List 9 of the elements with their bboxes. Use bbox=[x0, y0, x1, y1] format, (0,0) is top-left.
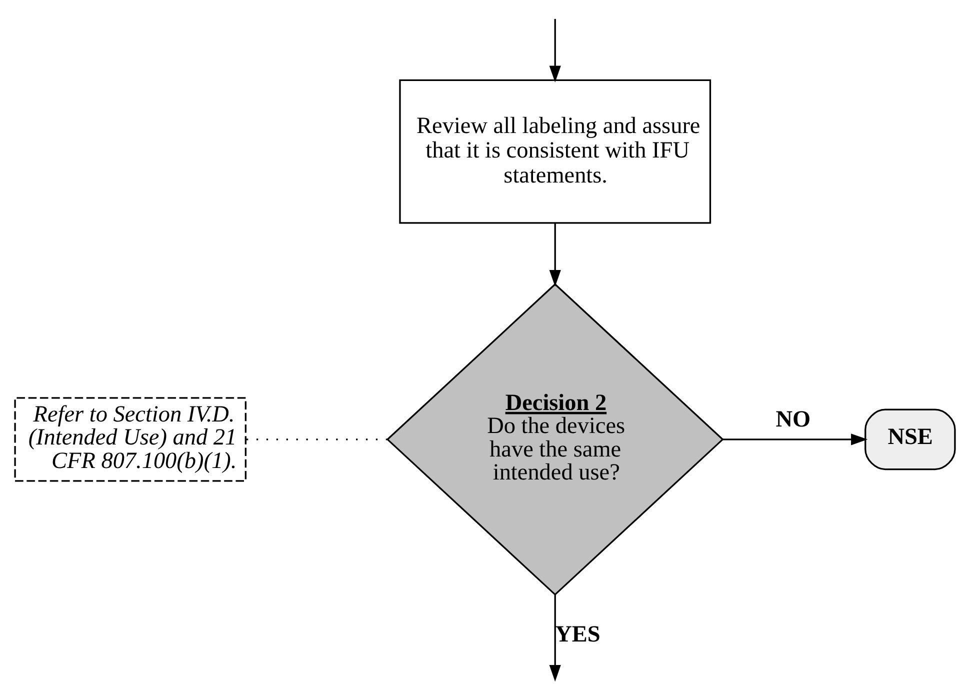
node-box: Refer to Section IV.D. (Intended Use) and 21 CFR 807.100(b)(1). bbox=[14, 396, 246, 482]
arrow bbox=[722, 433, 868, 445]
node-box: NSE bbox=[864, 408, 956, 470]
node-diamond: Decision 2 Do the devices have the same intended use? bbox=[386, 282, 724, 596]
edge-label: NO bbox=[776, 406, 811, 432]
node-box: Review all labeling and assure that it is consistent with IFU statements. bbox=[399, 78, 712, 224]
arrow bbox=[549, 223, 561, 286]
arrow bbox=[549, 594, 561, 682]
arrow bbox=[549, 18, 561, 82]
